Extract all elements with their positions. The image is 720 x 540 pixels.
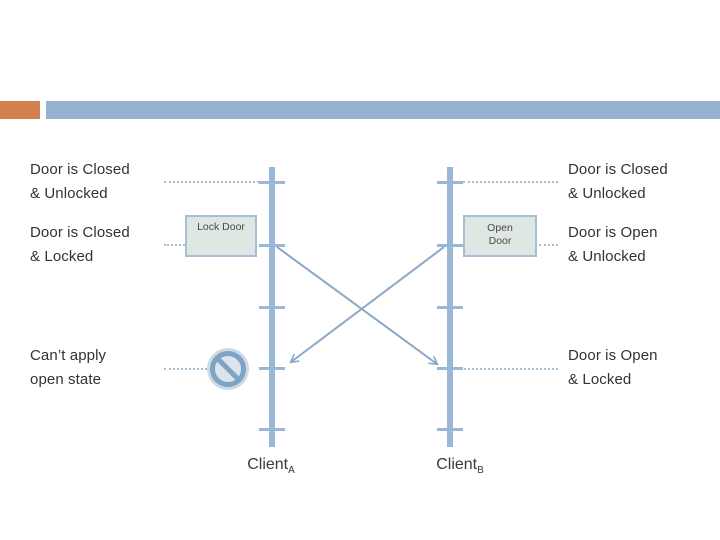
client-b-subscript: B (477, 465, 484, 477)
timeline-tick (437, 428, 463, 431)
state-label-open-unlocked-right: Door is Open & Unlocked (568, 224, 658, 265)
client-a-name: Client (247, 456, 289, 473)
timeline-tick (259, 428, 285, 431)
lock-door-message-box: Lock Door (185, 215, 257, 257)
timeline-tick (437, 181, 463, 184)
timeline-tick (437, 367, 463, 370)
no-entry-icon (207, 348, 249, 390)
timeline-tick (259, 367, 285, 370)
state-label-cant-apply-left: Can’t apply open state (30, 347, 107, 388)
dotted-connector (455, 368, 558, 370)
state-label-closed-locked-left: Door is Closed & Locked (30, 224, 130, 265)
dotted-connector (164, 181, 259, 183)
state-label-open-locked-right: Door is Open & Locked (568, 347, 658, 388)
client-a-label: ClientA (247, 456, 295, 476)
dotted-connector (539, 244, 558, 246)
timeline-tick (437, 244, 463, 247)
client-b-name: Client (436, 456, 478, 473)
timeline-tick (259, 306, 285, 309)
client-b-label: ClientB (436, 456, 484, 476)
header-accent-blue-bar (46, 101, 720, 119)
client-a-subscript: A (288, 465, 295, 477)
lock-door-label: Lock Door (197, 221, 245, 233)
open-door-message-box: Open Door (463, 215, 537, 257)
open-door-label: Open Door (487, 222, 513, 247)
timeline-tick (437, 306, 463, 309)
dotted-connector (164, 244, 185, 246)
state-label-closed-unlocked-left: Door is Closed & Unlocked (30, 161, 130, 202)
timeline-tick (259, 244, 285, 247)
dotted-connector (463, 181, 558, 183)
header-accent-orange-block (0, 101, 40, 119)
open-door-arrow (291, 246, 445, 362)
timeline-tick (259, 181, 285, 184)
state-label-closed-unlocked-right: Door is Closed & Unlocked (568, 161, 668, 202)
lock-door-arrow (276, 246, 437, 364)
dotted-connector (164, 368, 207, 370)
